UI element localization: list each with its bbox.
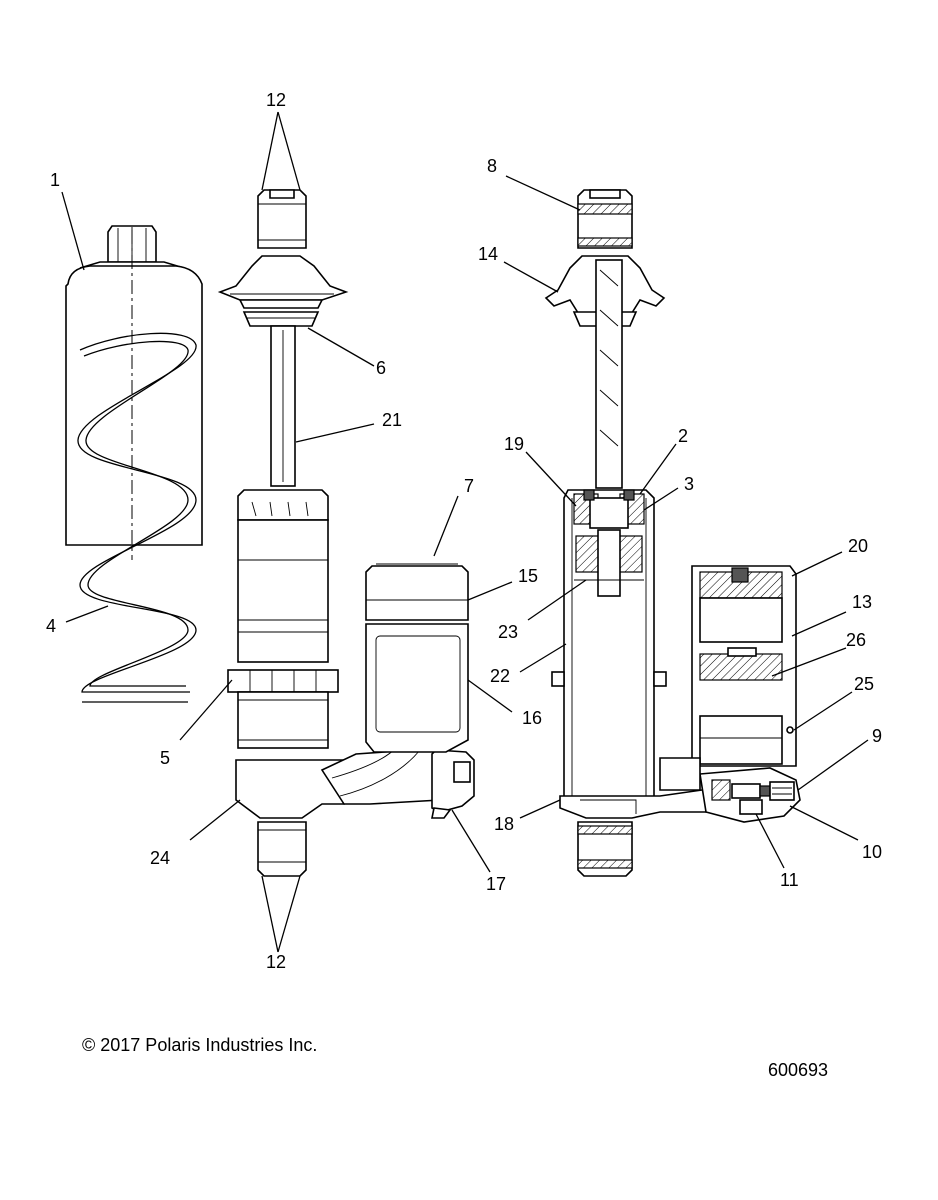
coil-spring-part [77, 332, 197, 703]
callout-23: 23 [498, 622, 518, 642]
callout-14: 14 [478, 244, 498, 264]
callout-10: 10 [862, 842, 882, 862]
callout-1: 1 [50, 170, 60, 190]
callout-5: 5 [160, 748, 170, 768]
callout-12-top: 12 [266, 90, 286, 110]
reservoir-section [659, 565, 797, 791]
callout-25: 25 [854, 674, 874, 694]
callout-17: 17 [486, 874, 506, 894]
reservoir-external [365, 563, 469, 753]
callout-6: 6 [376, 358, 386, 378]
copyright-notice: © 2017 Polaris Industries Inc. [82, 1035, 318, 1055]
callout-2: 2 [678, 426, 688, 446]
callout-4: 4 [46, 616, 56, 636]
callout-7: 7 [464, 476, 474, 496]
callout-13: 13 [852, 592, 872, 612]
leader-lines [61, 111, 869, 953]
callout-8: 8 [487, 156, 497, 176]
callout-24: 24 [150, 848, 170, 868]
callout-9: 9 [872, 726, 882, 746]
callout-22: 22 [490, 666, 510, 686]
callout-21: 21 [382, 410, 402, 430]
callout-12-bottom: 12 [266, 952, 286, 972]
shock-assembly-section [544, 189, 801, 877]
callout-16: 16 [522, 708, 542, 728]
callout-3: 3 [684, 474, 694, 494]
figure-number: 600693 [768, 1060, 829, 1080]
callout-20: 20 [848, 536, 868, 556]
shock-assembly-external [217, 189, 475, 877]
callouts: 1 12 6 21 7 15 16 4 5 24 17 12 8 14 19 2… [46, 90, 882, 972]
callout-19: 19 [504, 434, 524, 454]
callout-26: 26 [846, 630, 866, 650]
callout-15: 15 [518, 566, 538, 586]
spring-cover-part [65, 225, 203, 560]
callout-18: 18 [494, 814, 514, 834]
callout-11: 11 [780, 870, 799, 890]
